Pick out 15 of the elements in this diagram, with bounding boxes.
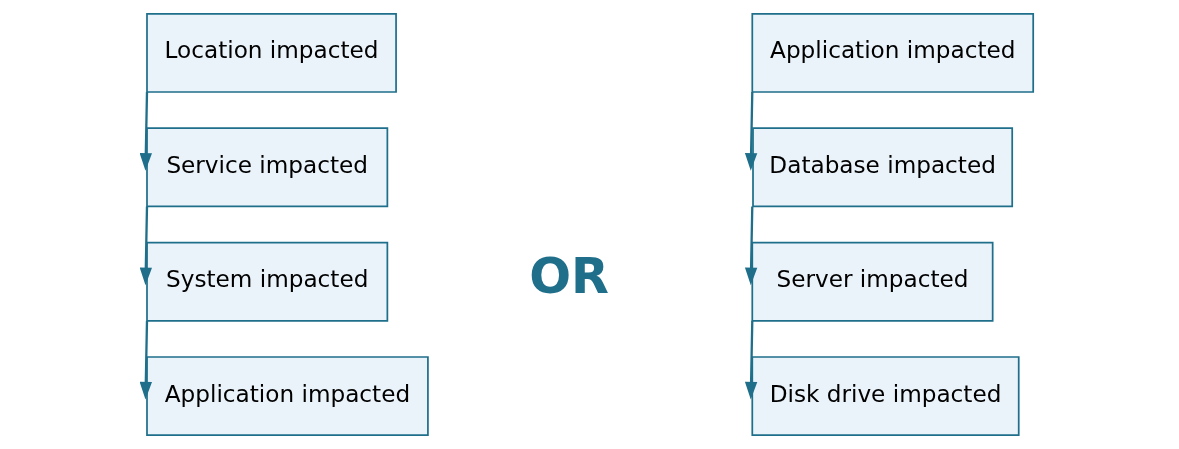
node-box: Service impacted xyxy=(146,127,389,208)
node-box: Application impacted xyxy=(146,356,429,437)
arrow xyxy=(744,320,758,400)
label: OR xyxy=(529,246,610,305)
arrow xyxy=(744,92,758,171)
arrow xyxy=(140,92,152,171)
arrow xyxy=(140,320,152,400)
node-box: Disk drive impacted xyxy=(751,356,1020,437)
node-box: System impacted xyxy=(146,241,389,322)
node-box: Server impacted xyxy=(751,241,994,322)
node-box: Database impacted xyxy=(752,127,1014,208)
arrow xyxy=(744,206,758,286)
arrow xyxy=(140,206,152,286)
node-box: Location impacted xyxy=(146,12,397,93)
node-box: Application impacted xyxy=(751,12,1035,93)
